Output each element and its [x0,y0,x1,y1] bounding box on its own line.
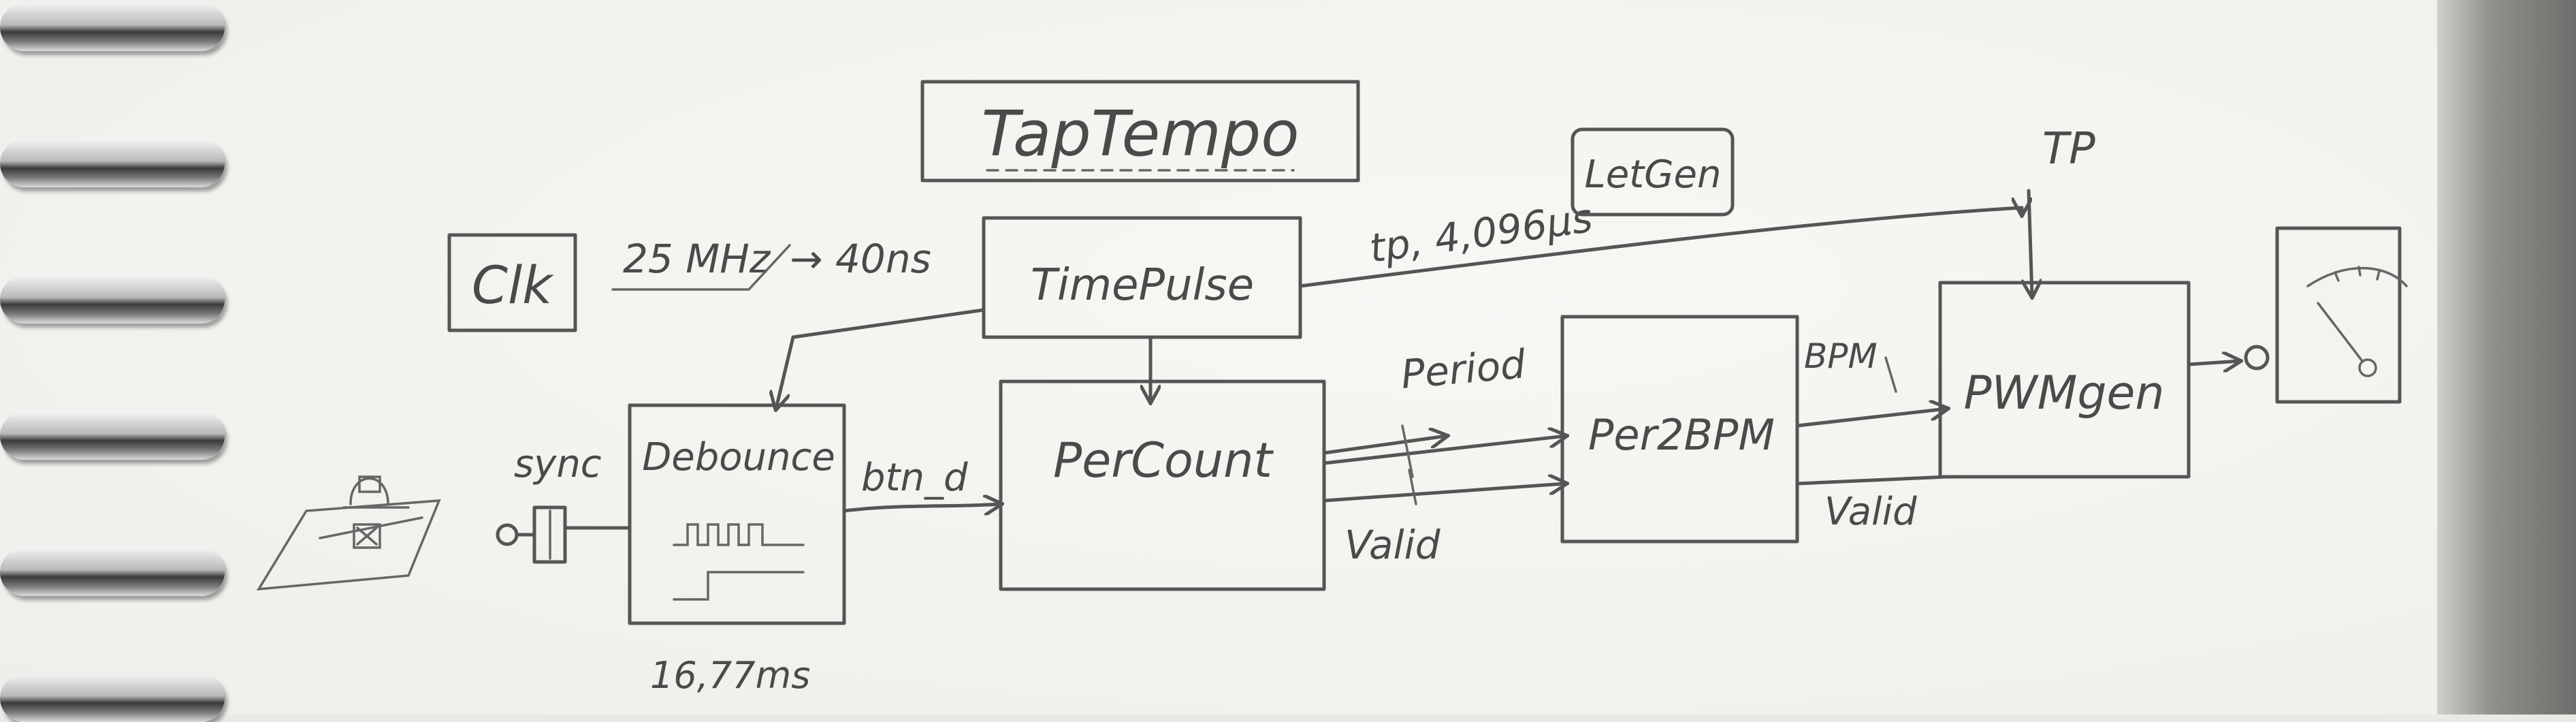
percount-label: PerCount [1053,433,1274,488]
bpm-label: BPM [1804,336,1878,376]
debounce-to-percount [842,504,1001,511]
pwmgen-output-arrow [2187,361,2240,364]
letgen-label: LetGen [1585,153,1722,197]
bounce-waveform [673,523,805,546]
tp-period-label: tp, 4,096µs [1366,195,1595,272]
bus-slash-2 [1408,469,1417,505]
bus-slash-3 [1884,356,1897,393]
valid-label-2: Valid [1824,490,1917,534]
valid-label-1: Valid [1345,522,1441,568]
freq-label: 25 MHz [623,236,771,282]
tp-arrow [2029,189,2032,296]
spiral-ring [0,412,225,460]
spiral-ring [0,276,225,324]
spiral-ring [0,548,225,596]
clk-period-label: → 40ns [790,236,931,282]
letgen-block: LetGen [1571,127,1735,217]
btn-d-label: btn_d [861,456,968,500]
debounce-block: Debounce [628,403,846,625]
title-box: TapTempo [920,80,1360,183]
period-arrow-2 [1322,436,1566,465]
debounce-time-label: 16,77ms [650,654,810,697]
title: TapTempo [981,97,1299,170]
sync-flipflop-icon [496,505,632,564]
notebook-page [0,0,2437,715]
valid-arrow-1 [1322,484,1566,503]
sync-label: sync [514,442,602,486]
clk-block: Clk [447,233,577,332]
timepulse-label: TimePulse [1031,260,1254,311]
push-button-icon [256,475,441,591]
debounce-label: Debounce [642,435,835,480]
pwmgen-block: PWMgen [1938,281,2191,479]
spiral-ring [0,3,225,51]
period-label: Period [1399,341,1528,398]
period-arrow-1 [1322,436,1447,455]
spiral-ring [0,674,225,722]
bus-slash-1 [1401,424,1414,478]
per2bpm-label: Per2BPM [1588,410,1775,460]
per2bpm-block: Per2BPM [1560,315,1799,544]
tp-label: TP [2042,124,2095,174]
timepulse-block: TimePulse [982,216,1302,339]
gauge-meter-icon [2275,226,2408,404]
valid-arrow-2 [1795,475,1949,486]
percount-block: PerCount [999,379,1326,591]
output-pin-icon [2244,345,2270,371]
clean-waveform [673,571,805,601]
tp-connection [1298,208,2022,288]
timepulse-to-debounce [776,308,986,409]
spiral-ring [0,140,225,187]
clk-label: Clk [472,255,554,315]
pwmgen-label: PWMgen [1963,366,2164,420]
bpm-arrow [1795,409,1947,428]
page-edge-shadow [2437,0,2576,715]
